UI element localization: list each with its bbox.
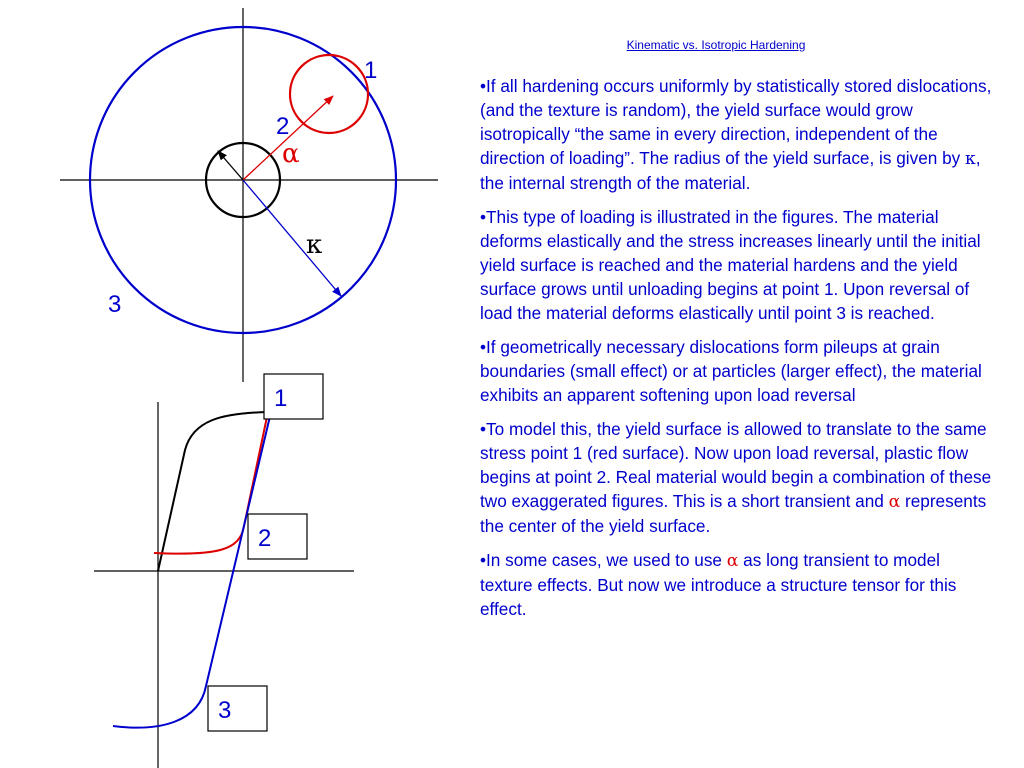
label-point-2: 2 xyxy=(276,113,289,140)
paragraph-4-a: •To model this, the yield surface is all… xyxy=(480,419,992,511)
box-point-1 xyxy=(263,373,324,420)
kappa-arrow xyxy=(242,179,342,297)
isotropic-yield-surface xyxy=(88,25,398,335)
explanation-text: •If all hardening occurs uniformly by st… xyxy=(480,74,992,631)
kinematic-yield-surface xyxy=(288,53,370,135)
alpha-symbol: α xyxy=(888,492,901,512)
label-kappa: κ xyxy=(306,230,322,260)
label-alpha: α xyxy=(282,139,300,169)
label-point-1: 1 xyxy=(364,57,377,84)
slide-title: Kinematic vs. Isotropic Hardening xyxy=(626,38,806,52)
box-point-1-label: 1 xyxy=(274,385,287,412)
paragraph-3: •If geometrically necessary dislocations… xyxy=(480,337,982,405)
box-point-2-label: 2 xyxy=(258,525,271,552)
paragraph-1: •If all hardening occurs uniformly by st… xyxy=(480,74,992,195)
box-point-2 xyxy=(247,513,308,560)
paragraph-5-a: •In some cases, we used to use xyxy=(480,550,727,570)
box-point-3 xyxy=(207,685,268,732)
label-point-3: 3 xyxy=(108,291,121,318)
paragraph-1-b: , the internal strength of the material. xyxy=(480,148,981,193)
paragraph-1-a: •If all hardening occurs uniformly by st… xyxy=(480,76,992,168)
paragraph-2: •This type of loading is illustrated in … xyxy=(480,207,981,323)
paragraph-5: •In some cases, we used to use α as long… xyxy=(480,548,992,621)
hardening-diagram: 1 2 3 α κ 1 2 3 xyxy=(60,8,438,768)
paragraph-4-b: represents the center of the yield surfa… xyxy=(480,491,987,536)
kappa-symbol: κ xyxy=(965,149,976,169)
alpha-symbol-2: α xyxy=(726,551,739,571)
isotropic-reversal-curve xyxy=(112,411,272,729)
alpha-arrow xyxy=(242,95,334,181)
initial-yield-surface xyxy=(204,141,282,219)
box-point-3-label: 3 xyxy=(218,697,231,724)
initial-radius-arrow xyxy=(217,150,244,181)
loading-curve xyxy=(157,411,269,572)
paragraph-4: •To model this, the yield surface is all… xyxy=(480,417,992,538)
paragraph-5-b: as long transient to model texture effec… xyxy=(480,550,957,619)
